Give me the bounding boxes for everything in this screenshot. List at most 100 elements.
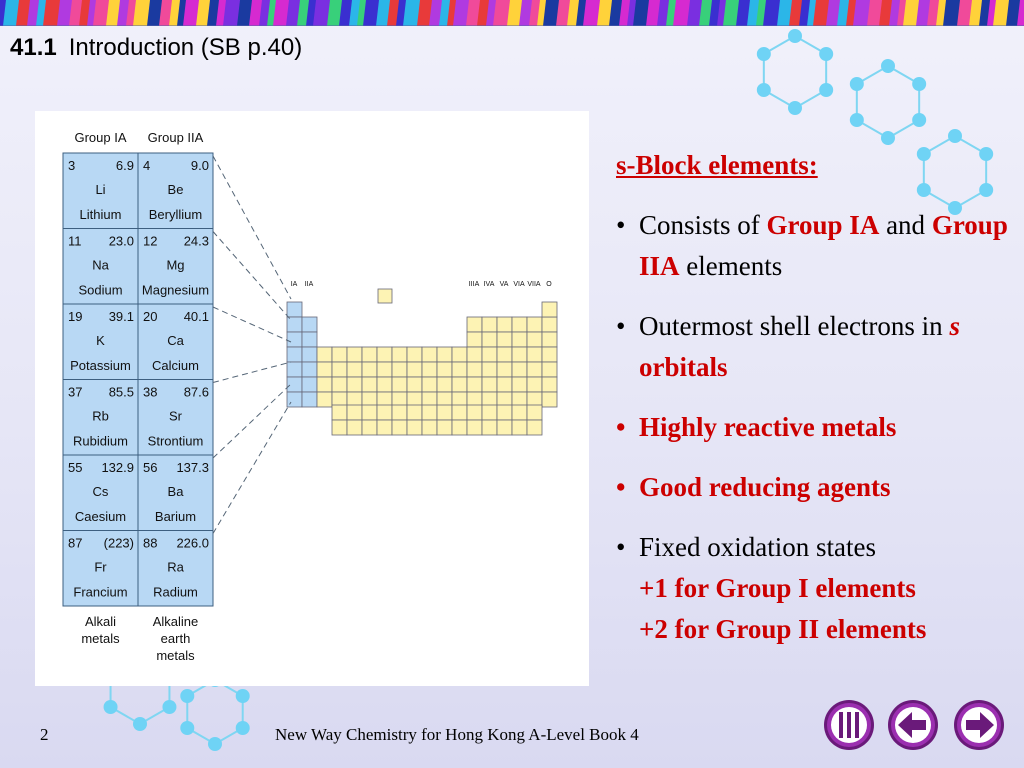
bullet-oxidation-states: • Fixed oxidation states +1 for Group I … <box>616 527 1016 650</box>
mini-table-cell <box>496 361 513 378</box>
mini-table-cell <box>436 404 453 421</box>
mini-table-cell <box>451 346 468 363</box>
element-atomic-mass: (223) <box>104 536 134 551</box>
bullet-marker: • <box>616 210 626 240</box>
element-atomic-number: 12 <box>143 234 157 249</box>
molecule-atom <box>235 689 250 703</box>
bullet-text: Highly reactive metals <box>639 412 897 442</box>
bullet-text: Outermost shell electrons in <box>639 311 950 341</box>
molecule-atom <box>788 29 802 43</box>
element-atomic-mass: 132.9 <box>101 460 134 475</box>
element-cell <box>62 454 139 531</box>
element-cell <box>137 379 214 456</box>
mini-table-cell <box>286 391 303 408</box>
mini-table-cell <box>451 376 468 393</box>
section-title: Introduction (SB p.40) <box>68 34 303 61</box>
molecule-atom <box>162 700 177 714</box>
element-symbol: Rb <box>92 409 109 424</box>
element-atomic-number: 56 <box>143 460 157 475</box>
element-symbol: Li <box>95 182 105 197</box>
mini-table-cell <box>496 346 513 363</box>
molecule-atom <box>103 700 118 714</box>
first-slide-icon <box>824 700 874 750</box>
zoom-connector-line <box>212 231 292 321</box>
previous-slide-button[interactable] <box>886 698 940 752</box>
molecule-ring <box>855 64 921 140</box>
molecule-atom <box>133 717 147 731</box>
oxidation-group-ii: +2 for Group II elements <box>639 614 927 644</box>
bullet-marker: • <box>616 311 626 341</box>
element-symbol: Mg <box>166 258 184 273</box>
bullet-marker: • <box>616 412 626 442</box>
mini-table-cell <box>481 346 498 363</box>
oxidation-group-i: +1 for Group I elements <box>639 573 916 603</box>
mini-table-cell <box>481 376 498 393</box>
element-cell <box>62 228 139 305</box>
mini-table-cell <box>361 376 378 393</box>
mini-table-cell <box>511 316 528 333</box>
element-name: Potassium <box>70 358 131 373</box>
element-name: Beryllium <box>149 207 202 222</box>
mini-table-cell <box>526 404 543 421</box>
molecule-atom <box>881 131 895 145</box>
first-slide-button[interactable] <box>822 698 876 752</box>
element-name: Sodium <box>78 283 122 298</box>
mini-label-right-group: VA <box>500 281 509 288</box>
column-header-group-ia: Group IA <box>74 130 126 145</box>
mini-table-cell <box>346 346 363 363</box>
mini-table-cell <box>421 361 438 378</box>
bullet-text: and <box>879 210 932 240</box>
mini-table-cell <box>361 419 378 436</box>
element-atomic-mass: 39.1 <box>109 309 134 324</box>
mini-table-cell <box>346 376 363 393</box>
mini-table-cell <box>301 376 318 393</box>
molecule-atom <box>756 47 771 61</box>
highlight-group-ia: Group IA <box>766 210 880 240</box>
mini-table-cell <box>391 376 408 393</box>
mini-table-cell <box>466 361 483 378</box>
mini-label-right-group: IIIA <box>469 281 480 288</box>
mini-table-cell <box>526 419 543 436</box>
highlight-group-iia: Group IIA <box>639 210 1008 281</box>
element-symbol: Cs <box>93 484 109 499</box>
mini-table-cell <box>406 346 423 363</box>
element-atomic-mass: 23.0 <box>109 234 134 249</box>
bullet-group-composition: • Consists of Group IA and Group IIA ele… <box>616 205 1016 287</box>
mini-table-cell <box>421 376 438 393</box>
element-name: Calcium <box>152 358 199 373</box>
element-atomic-number: 38 <box>143 385 157 400</box>
mini-table-cell <box>466 404 483 421</box>
element-symbol: Be <box>168 182 184 197</box>
molecule-ring <box>186 678 244 746</box>
mini-table-cell <box>526 346 543 363</box>
mini-label-ia: IA <box>291 281 298 288</box>
mini-table-cell <box>286 301 303 318</box>
mini-table-cell <box>421 346 438 363</box>
mini-table-cell <box>391 361 408 378</box>
element-cell <box>62 152 139 229</box>
next-slide-button[interactable] <box>952 698 1006 752</box>
molecule-atom <box>849 77 864 91</box>
mini-table-cell <box>421 419 438 436</box>
mini-table-cell <box>391 346 408 363</box>
mini-table-cell <box>376 376 393 393</box>
mini-table-cell <box>286 316 303 333</box>
bullet-text: Consists of <box>639 210 767 240</box>
element-atomic-mass: 9.0 <box>191 158 209 173</box>
mini-table-cell <box>541 301 558 318</box>
molecule-atom <box>180 689 195 703</box>
mosaic-tile <box>1017 0 1024 26</box>
mini-table-cell <box>346 419 363 436</box>
page-number: 2 <box>40 725 49 744</box>
zoom-connector-line <box>212 306 292 343</box>
mini-table-cell <box>331 361 348 378</box>
mini-table-cell <box>466 331 483 348</box>
molecule-atom <box>819 47 834 61</box>
content-heading: s-Block elements: <box>616 150 818 180</box>
footer-label-alkali: Alkali <box>85 614 116 629</box>
element-name: Lithium <box>80 207 122 222</box>
bullet-reducing-agents: • Good reducing agents <box>616 467 1016 508</box>
element-atomic-number: 88 <box>143 536 157 551</box>
mini-table-cell <box>481 404 498 421</box>
element-name: Francium <box>73 585 127 600</box>
